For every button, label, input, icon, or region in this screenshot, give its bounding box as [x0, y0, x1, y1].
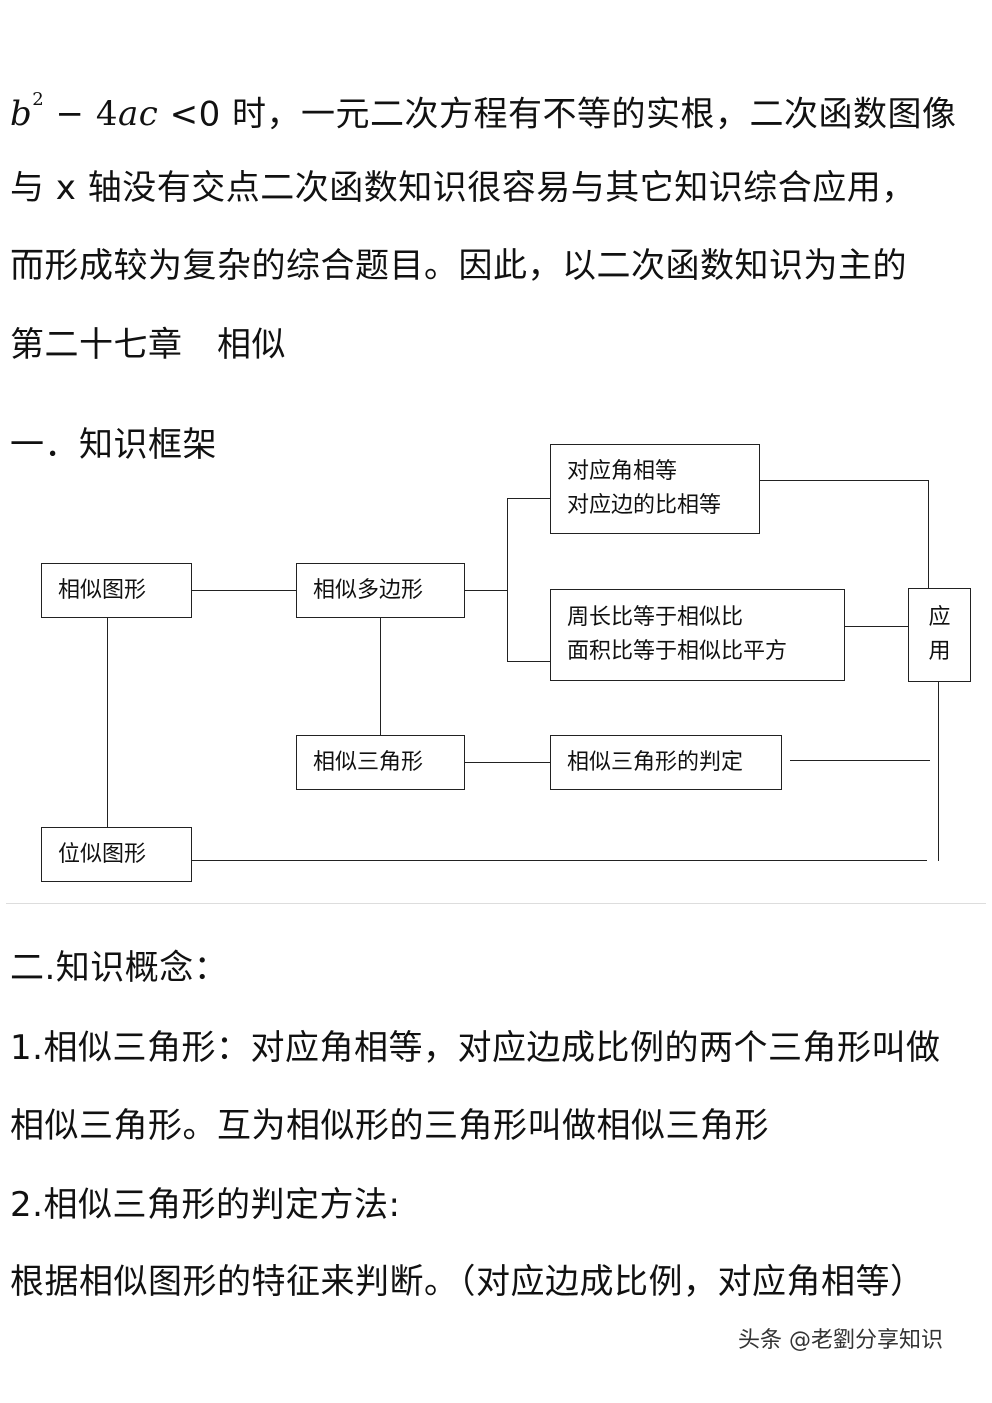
connector	[790, 760, 930, 761]
section-title-framework: 一．知识框架	[10, 425, 217, 465]
connector	[507, 498, 508, 661]
box-label-line-2: 面积比等于相似比平方	[567, 639, 788, 664]
section-title-concepts: 二.知识概念：	[10, 948, 229, 988]
box-label-line-1: 应	[928, 605, 951, 630]
connector	[938, 681, 939, 861]
box-label-line-2: 用	[928, 639, 951, 664]
paragraph-line-3: 而形成较为复杂的综合题目。因此，以二次函数知识为主的	[10, 246, 907, 286]
box-ratio-properties: 周长比等于相似比 面积比等于相似比平方	[550, 589, 845, 681]
concept-2-line-1: 根据相似图形的特征来判断。（对应边成比例，对应角相等）	[10, 1262, 925, 1302]
connector	[760, 480, 928, 481]
paragraph-line-1: b2 − 4ac <0 时，一元二次方程有不等的实根，二次函数图像	[10, 89, 957, 135]
box-similar-triangles: 相似三角形	[296, 735, 465, 790]
connector	[507, 498, 550, 499]
box-label: 相似图形	[58, 577, 147, 603]
watermark: 头条 @老劉分享知识	[738, 1328, 943, 1353]
box-application: 应 用	[908, 588, 971, 682]
box-similar-polygons: 相似多边形	[296, 563, 465, 618]
box-label: 相似多边形	[313, 577, 424, 603]
connector	[507, 661, 550, 662]
box-label: 相似三角形	[313, 749, 424, 775]
chapter-title: 第二十七章 相似	[10, 325, 286, 365]
box-homothetic-figures: 位似图形	[41, 827, 192, 882]
box-label-line-1: 对应角相等	[567, 459, 678, 484]
connector	[465, 762, 550, 763]
concept-1-line-1: 1.相似三角形：对应角相等，对应边成比例的两个三角形叫做	[10, 1028, 941, 1068]
section-divider	[6, 903, 986, 904]
connector	[465, 590, 507, 591]
box-label-line-2: 对应边的比相等	[567, 493, 722, 518]
box-label: 位似图形	[58, 841, 147, 867]
connector	[192, 860, 927, 861]
box-corresponding-properties: 对应角相等 对应边的比相等	[550, 444, 760, 534]
concept-1-line-2: 相似三角形。互为相似形的三角形叫做相似三角形	[10, 1106, 769, 1146]
paragraph-line-2: 与 x 轴没有交点二次函数知识很容易与其它知识综合应用，	[10, 168, 916, 208]
connector	[192, 590, 296, 591]
box-label-line-1: 周长比等于相似比	[567, 605, 744, 630]
connector	[107, 617, 108, 827]
concept-2-title: 2.相似三角形的判定方法:	[10, 1185, 401, 1225]
box-triangle-criteria: 相似三角形的判定	[550, 735, 782, 790]
connector	[928, 480, 929, 588]
discriminant-formula: b2 − 4ac	[10, 89, 159, 135]
connector	[380, 617, 381, 735]
connector	[845, 626, 908, 627]
box-similar-figures: 相似图形	[41, 563, 192, 618]
box-label: 相似三角形的判定	[567, 749, 744, 775]
